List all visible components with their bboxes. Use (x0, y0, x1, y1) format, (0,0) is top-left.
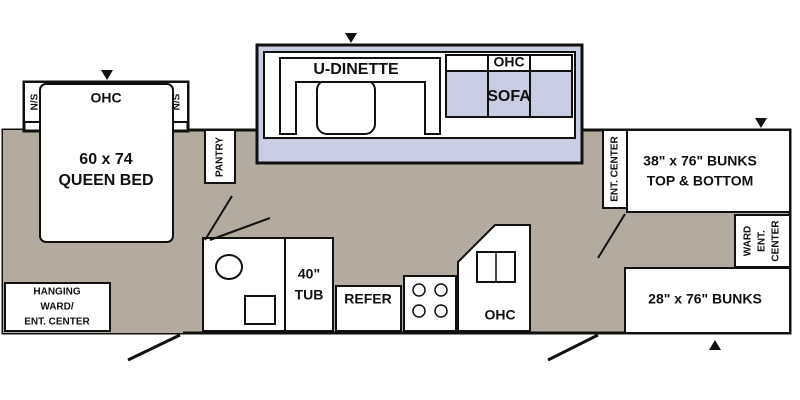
dinette-table (316, 79, 376, 135)
bed-ohc-label: OHC (90, 90, 121, 106)
refrigerator (335, 285, 402, 332)
wardrobe (4, 282, 111, 332)
tub-size-label: 40" (298, 266, 320, 282)
wardrobe-label-3: ENT. CENTER (24, 317, 90, 328)
pantry-label: PANTRY (215, 137, 226, 177)
wardrobe-label-1: HANGING (33, 287, 80, 298)
door-swing (209, 217, 271, 241)
ward-ent-label-3: CENTER (771, 220, 782, 262)
burner (434, 283, 448, 297)
nightstand-left-label: N/S (30, 93, 41, 110)
ent-center-label: ENT. CENTER (610, 135, 621, 201)
door-swing (597, 213, 626, 259)
sofa-back (445, 54, 573, 72)
bunks-top (626, 129, 791, 213)
ward-ent-label-2: ENT. (757, 230, 768, 252)
bunks-bottom (624, 267, 791, 334)
bed-size-label: 60 x 74 (79, 151, 132, 168)
bed-name-label: QUEEN BED (58, 172, 153, 189)
refer-label: REFER (344, 291, 391, 307)
toilet (215, 254, 243, 280)
ward-ent-label-1: WARD (743, 226, 754, 257)
bunks-top-label-2: TOP & BOTTOM (647, 173, 754, 189)
dinette-bench (279, 57, 441, 135)
sofa-label: SOFA (487, 88, 531, 105)
wardrobe-label-2: WARD/ (40, 302, 74, 313)
door-swing (204, 195, 233, 241)
bathtub (284, 237, 334, 332)
kitchen-ohc-label: OHC (484, 307, 515, 323)
bath-sink (244, 295, 276, 325)
dinette-label: U-DINETTE (313, 61, 399, 78)
marker-triangle (101, 70, 113, 80)
stove (403, 275, 457, 332)
door-swing (127, 333, 181, 362)
burner (412, 304, 426, 318)
sofa-ohc-label: OHC (493, 54, 524, 70)
tub-label: TUB (295, 287, 324, 303)
marker-triangle (345, 33, 357, 43)
bunks-bottom-label: 28" x 76" BUNKS (648, 291, 762, 307)
door-swing (547, 333, 599, 362)
bunks-top-label-1: 38" x 76" BUNKS (643, 153, 757, 169)
burner (412, 283, 426, 297)
ward-ent-center (734, 214, 791, 268)
queen-bed (39, 83, 174, 243)
nightstand-right-label: N/S (172, 93, 183, 110)
burner (434, 304, 448, 318)
pantry (204, 129, 236, 184)
marker-triangle (709, 340, 721, 350)
marker-triangle (755, 118, 767, 128)
